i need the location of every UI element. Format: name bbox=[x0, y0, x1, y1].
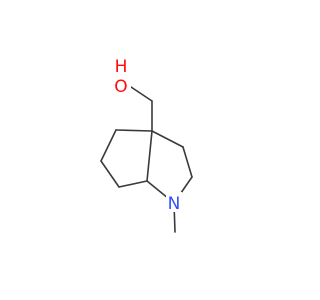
bond-c6-c6a bbox=[118, 180, 148, 188]
oxygen-label-bg bbox=[111, 55, 131, 93]
bond-c5-c6 bbox=[100, 160, 120, 188]
bond-oh-ch2 bbox=[130, 86, 153, 102]
molecule-structure: H O N bbox=[100, 55, 193, 233]
bond-c6a-c3a bbox=[146, 130, 153, 182]
nitrogen-atom-label: N bbox=[168, 194, 181, 214]
nitrogen-label-bg bbox=[166, 192, 182, 212]
oxygen-atom-label: O bbox=[114, 77, 127, 97]
bond-c3a-c4 bbox=[115, 129, 153, 132]
hydroxyl-hydrogen-label: H bbox=[115, 57, 128, 77]
bond-c3a-c3 bbox=[151, 130, 184, 148]
bond-c4-c5 bbox=[100, 129, 117, 162]
bond-c3-c2 bbox=[182, 146, 193, 178]
